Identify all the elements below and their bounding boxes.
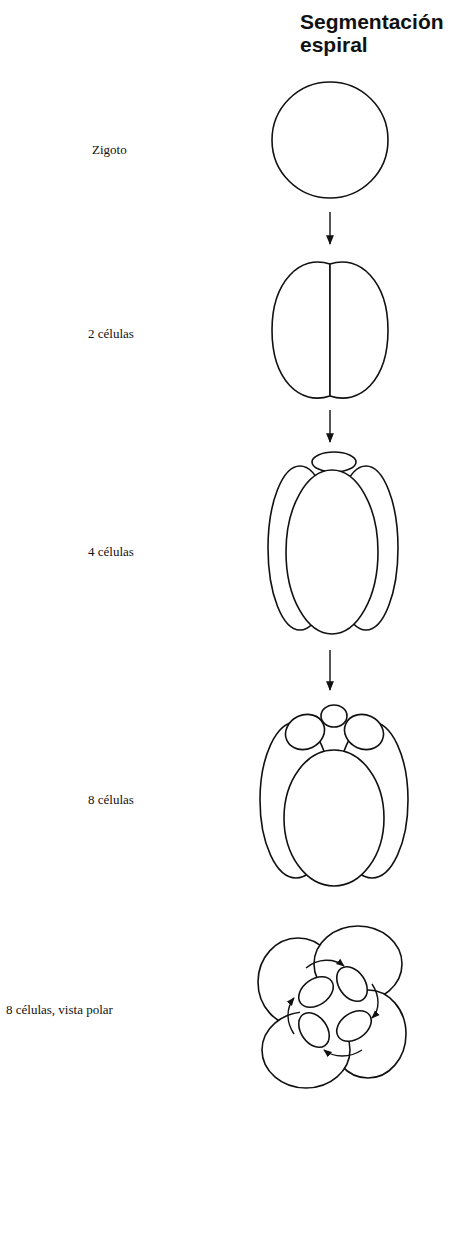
micromere: [293, 970, 339, 1013]
micromere: [280, 708, 331, 756]
micromere: [331, 1004, 377, 1047]
blastomere: [286, 470, 378, 634]
micromere: [292, 1007, 335, 1053]
blastomere: [330, 262, 388, 398]
blastomere: [312, 452, 356, 472]
zygote-cell: [272, 82, 388, 198]
micromere: [321, 705, 347, 727]
stage-label: 4 células: [88, 544, 134, 560]
stage-label: 8 células: [88, 792, 134, 808]
rotation-arrow: [288, 998, 294, 1034]
stage-arrow: [329, 650, 330, 690]
rotation-arrow: [306, 960, 344, 968]
stage-label: 2 células: [88, 326, 134, 342]
rotation-arrow: [372, 984, 378, 1018]
stage-label: 8 células, vista polar: [6, 1002, 113, 1018]
stage-arrow: [329, 212, 330, 244]
stage-arrow: [329, 410, 330, 442]
stage-label: Zigoto: [92, 142, 127, 158]
diagram-title: Segmentación espiral: [300, 10, 450, 56]
macromere: [284, 750, 384, 886]
rotation-arrow: [324, 1050, 362, 1056]
micromere: [330, 961, 373, 1007]
micromere: [339, 708, 390, 756]
blastomere: [272, 262, 330, 398]
